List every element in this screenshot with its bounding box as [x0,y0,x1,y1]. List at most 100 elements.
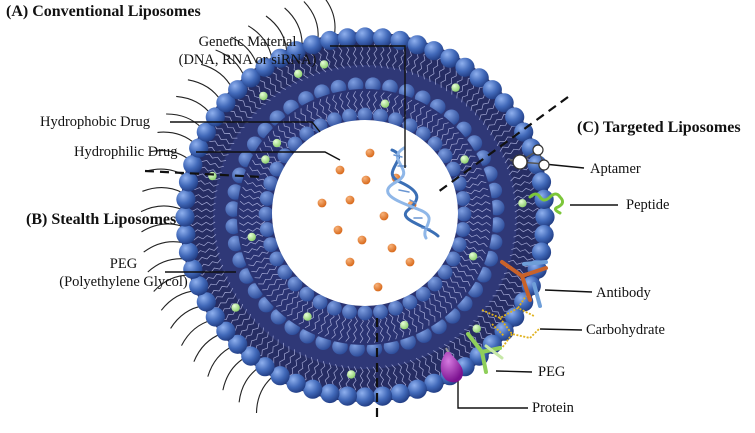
outer-lipid-head [228,334,248,354]
outer-lipid-tail [372,40,378,68]
outer-lipid-head [176,225,196,245]
leader-carbohydrate [539,328,583,331]
hydrophobic-drug-dots [208,60,527,379]
hydrophobic-drug-dot [518,199,527,208]
inner-lipid-head [456,206,472,222]
peg-chain [284,7,303,45]
inner-lipid-head [259,222,275,237]
inner-lipid-heads [258,107,472,321]
protein-icon [440,347,463,383]
label-carbohydrate: Carbohydrate [586,322,665,338]
outer-lipid-tail [514,207,543,213]
outer-lipid-head [407,379,427,399]
inner-lipid-tail [377,315,385,343]
inner-lipid-tail [451,266,475,281]
inner-lipid-tail [244,179,270,190]
hydrophobic-drug-dot [451,83,460,92]
outer-lipid-head [469,68,489,88]
outer-lipid-head [320,383,340,404]
inner-lipid-head [263,176,279,191]
hydrophilic-drug-dot [317,198,327,208]
inner-lipid-tail [441,281,463,298]
leader-protein [457,380,528,409]
outer-lipid-tail [236,94,257,114]
peg-ligand-icon [466,332,504,374]
inner-lipid-tail [464,201,491,208]
inner-lipid-tail [311,307,324,332]
outer-lipid-head [216,321,236,341]
inner-lipid-head [342,108,357,124]
inner-lipid-head [437,264,453,280]
outer-lipid-tail [202,276,228,289]
aqueous-core [272,120,458,306]
inner-lipid-head [312,294,328,310]
peg-chain [140,205,182,213]
label-peg-targeted: PEG [538,364,566,380]
hydrophilic-drug-dot [365,148,375,158]
leader-aptamer [543,163,585,169]
hydrophilic-drug-dot [335,165,345,175]
peg-chain [303,1,319,40]
inner-lipid-head [269,251,285,267]
outer-lipid-head [270,366,290,386]
inner-lipid-head [327,112,342,128]
hydrophilic-drug-dot [357,235,367,245]
outer-lipid-tail [492,295,517,311]
inner-lipid-head [402,118,418,134]
outer-lipid-head [505,107,525,127]
peg-chain [143,241,183,253]
inner-lipid-head [299,126,315,142]
label-peptide: Peptide [626,197,670,213]
outer-lipid-tail [245,327,264,348]
outer-lipid-head [270,48,290,68]
outer-lipid-head [205,307,225,327]
inner-lipid-tail [437,285,458,304]
inner-lipid-head [451,237,467,253]
outer-lipid-head [494,321,514,341]
outer-lipid-tail [206,136,232,150]
outer-lipid-tail [456,76,474,99]
leader-antibody [544,289,593,293]
inner-lipid-tail [276,287,295,307]
section-stealth-title: (B) Stealth Liposomes [26,211,177,228]
outer-lipid-head [189,138,209,158]
leader-lines [165,45,618,409]
outer-lipid-head [189,276,209,296]
inner-lipid-tail [366,316,371,344]
inner-lipid-tail [331,313,341,339]
outer-lipid-head [337,386,357,406]
inner-lipid-head [445,251,461,267]
hydrophilic-drug-dot [405,257,415,267]
label-peg-stealth-line2: (Polyethylene Glycol) [59,274,188,290]
inner-lipid-tail [456,255,481,268]
inner-lipid-tail [405,308,418,333]
peptide-icon [528,192,565,215]
inner-lipid-head [287,276,303,292]
inner-lipid-tail [429,293,447,314]
outer-lipid-head [178,172,199,192]
inner-lipid-head [327,300,342,316]
inner-lipid-tail [345,315,352,342]
outer-lipid-tail [509,253,537,263]
peg-chain [247,25,273,59]
inner-lipid-head [388,112,403,128]
inner-lipid-tail [352,316,358,343]
outer-lipid-head [176,189,196,209]
inner-lipid-tail [417,109,432,133]
leader-hydrophobic [170,121,321,133]
outer-lipid-head [255,357,275,377]
peg-chain [255,375,274,414]
label-hydrophobic-drug: Hydrophobic Drug [40,114,150,130]
outer-lipid-head [455,57,475,77]
hydrophilic-drug-dot [345,257,355,267]
hydrophobic-drug-dot [259,91,268,101]
hydrophobic-drug-dot [472,324,481,333]
outer-lipid-tail [193,171,221,181]
hydrophobic-drug-dot [303,312,312,321]
outer-lipid-tail [212,293,237,308]
outer-lipid-tail [466,86,485,107]
leader-peg-targeted [495,370,533,373]
outer-lipid-head [241,68,261,88]
inner-lipid-tail [238,221,266,226]
inner-lipid-tail [304,304,318,329]
